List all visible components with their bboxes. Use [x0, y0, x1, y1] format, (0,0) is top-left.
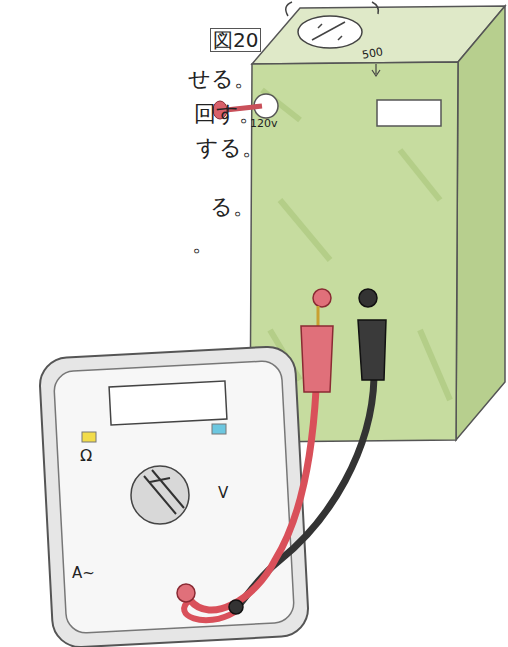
voltage-label: 500: [361, 46, 384, 60]
turn-arrow: [286, 2, 379, 16]
window: [377, 100, 441, 126]
meter-face: [53, 360, 294, 634]
selector-knob: [144, 470, 184, 514]
pointer-arrow: [372, 64, 380, 76]
ampere-mark: A~: [72, 566, 95, 581]
black-terminal: [359, 289, 377, 307]
voltage-label: 120v: [250, 118, 278, 129]
selector-dial: [131, 466, 189, 524]
red-lead: [190, 390, 316, 610]
black-plug: [358, 320, 386, 380]
box-side: [456, 6, 505, 440]
red-plug: [301, 326, 333, 392]
blue-indicator: [212, 424, 226, 434]
multimeter: [39, 345, 310, 647]
ohm-mark: Ω: [80, 448, 92, 464]
red-terminal: [313, 289, 331, 307]
red-lead-loop: [184, 600, 235, 620]
meter-display: [109, 381, 227, 425]
test-leads: [177, 306, 386, 620]
red-jack: [177, 584, 195, 602]
yellow-indicator: [82, 432, 96, 442]
figure-number: 図20: [210, 28, 261, 52]
dial: [298, 16, 362, 48]
box-shading: [262, 90, 450, 400]
dial-needle: [312, 22, 345, 40]
volt-mark: V: [218, 486, 228, 501]
meter-case: [39, 345, 310, 647]
instruction-text: する。: [196, 137, 264, 159]
instruction-text: 。: [192, 233, 214, 255]
red-pin: [317, 306, 320, 326]
instruction-text: る。: [210, 196, 255, 218]
instruction-text: せる。: [188, 68, 256, 90]
black-jack: [229, 600, 243, 614]
